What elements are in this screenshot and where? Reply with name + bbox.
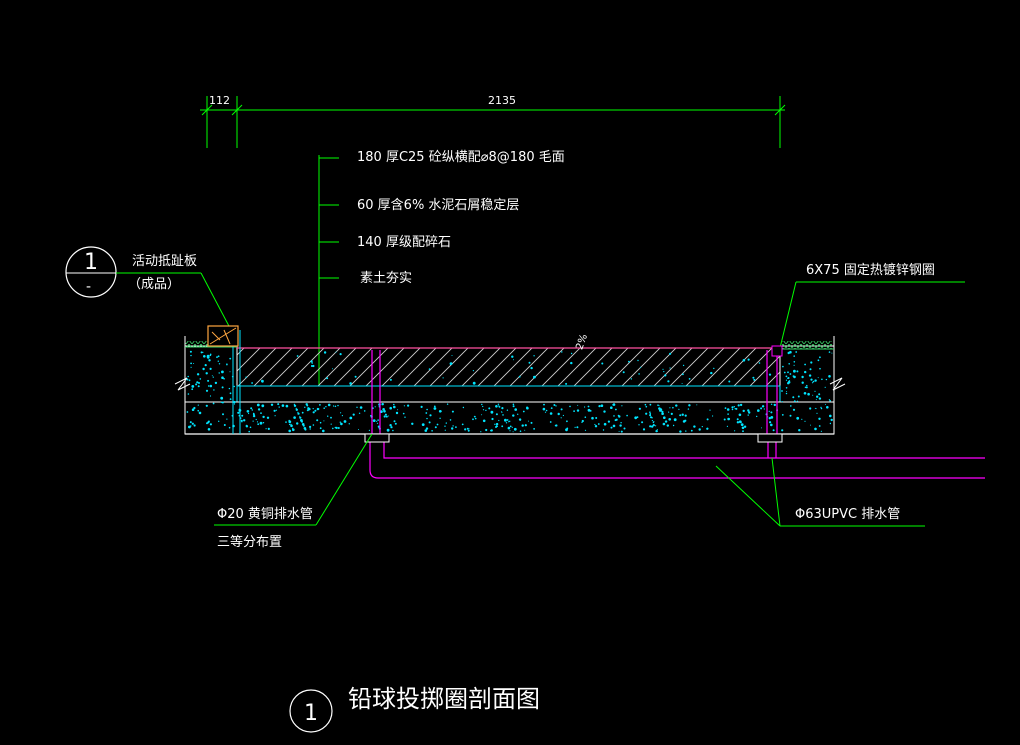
toe-board-label-sub: （成品） (128, 277, 180, 292)
toe-board (207, 325, 239, 347)
layer-gravel-text: 140 厚级配碎石 (357, 235, 451, 250)
layer-cement-text: 60 厚含6% 水泥石屑稳定层 (357, 197, 519, 213)
drain-pipes (369, 440, 985, 479)
steel-ring-leader (779, 281, 965, 349)
title-mark-number: 1 (304, 701, 318, 726)
pvc-pipe-label: Φ63UPVC 排水管 (795, 507, 900, 522)
aggregate-speckles (186, 350, 833, 433)
section-body (174, 325, 985, 479)
brass-pipe-label: Φ20 黄铜排水管 (217, 507, 313, 522)
title-mark (289, 689, 333, 733)
pvc-pipe-leader (715, 457, 925, 527)
layer-soil-text: 素土夯实 (360, 271, 412, 286)
layer-slab-text: 180 厚C25 砼纵横配⌀8@180 毛面 (357, 150, 565, 165)
toe-board-leader (200, 272, 231, 329)
dimension-line (200, 96, 786, 148)
steel-ring (771, 345, 783, 357)
toe-board-label: 活动抵趾板 (132, 254, 197, 269)
slope-text: 2% (574, 333, 590, 352)
dimension-main-text: 2135 (488, 94, 516, 107)
brass-pipe-label-sub: 三等分布置 (217, 534, 282, 550)
section-mark-number: 1 (84, 250, 98, 275)
section-mark (65, 246, 201, 298)
drawing-title: 铅球投掷圈剖面图 (348, 685, 540, 713)
dimension-left-text: 112 (209, 94, 230, 107)
section-mark-sub: - (86, 279, 91, 295)
brass-pipe-leader (214, 433, 373, 526)
steel-ring-label: 6X75 固定热镀锌钢圈 (806, 262, 935, 278)
